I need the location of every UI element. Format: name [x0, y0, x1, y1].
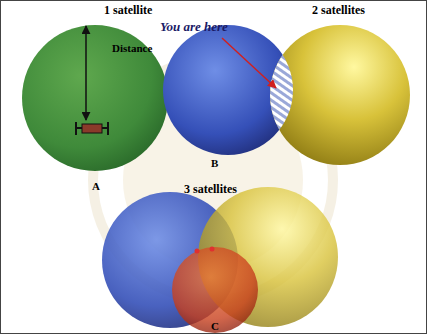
distance-label: Distance — [112, 42, 152, 54]
panel-title: 2 satellites — [312, 4, 365, 17]
panel-title: 1 satellite — [104, 4, 152, 17]
position-callout: You are here — [160, 20, 228, 34]
panel-letter: A — [92, 180, 100, 192]
panel-title: 3 satellites — [184, 183, 237, 196]
panel-letter: C — [211, 320, 219, 332]
panel-letter: B — [211, 157, 218, 169]
